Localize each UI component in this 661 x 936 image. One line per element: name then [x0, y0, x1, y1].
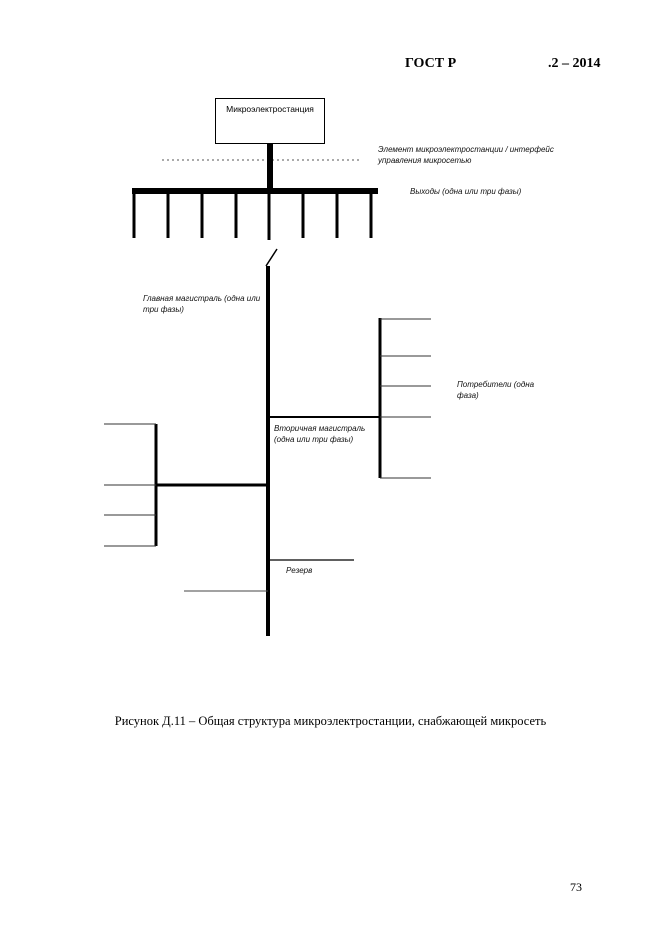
header-number-year: .2 – 2014 — [548, 56, 601, 71]
figure-caption: Рисунок Д.11 – Общая структура микроэлек… — [114, 714, 547, 728]
outputs-label: Выходы (одна или три фазы) — [410, 187, 522, 196]
microstation-box: Микроэлектростанция — [215, 98, 325, 144]
consumers-label: Потребители (одна фаза) — [457, 380, 535, 400]
reserve-label: Резерв — [286, 566, 313, 575]
microstation-label: Микроэлектростанция — [226, 104, 314, 114]
header-standard: ГОСТ Р — [405, 56, 457, 71]
left-branch-lines — [104, 423, 156, 547]
page-number: 73 — [570, 880, 582, 894]
secondary-line-label: Вторичная магистраль (одна или три фазы) — [274, 424, 366, 444]
element-interface-label: Элемент микроэлектростанции / интерфейс … — [378, 145, 554, 165]
main-switch — [265, 248, 278, 267]
main-line-label: Главная магистраль (одна или три фазы) — [143, 294, 261, 314]
output-drops — [132, 191, 373, 240]
consumer-lines — [380, 318, 431, 479]
